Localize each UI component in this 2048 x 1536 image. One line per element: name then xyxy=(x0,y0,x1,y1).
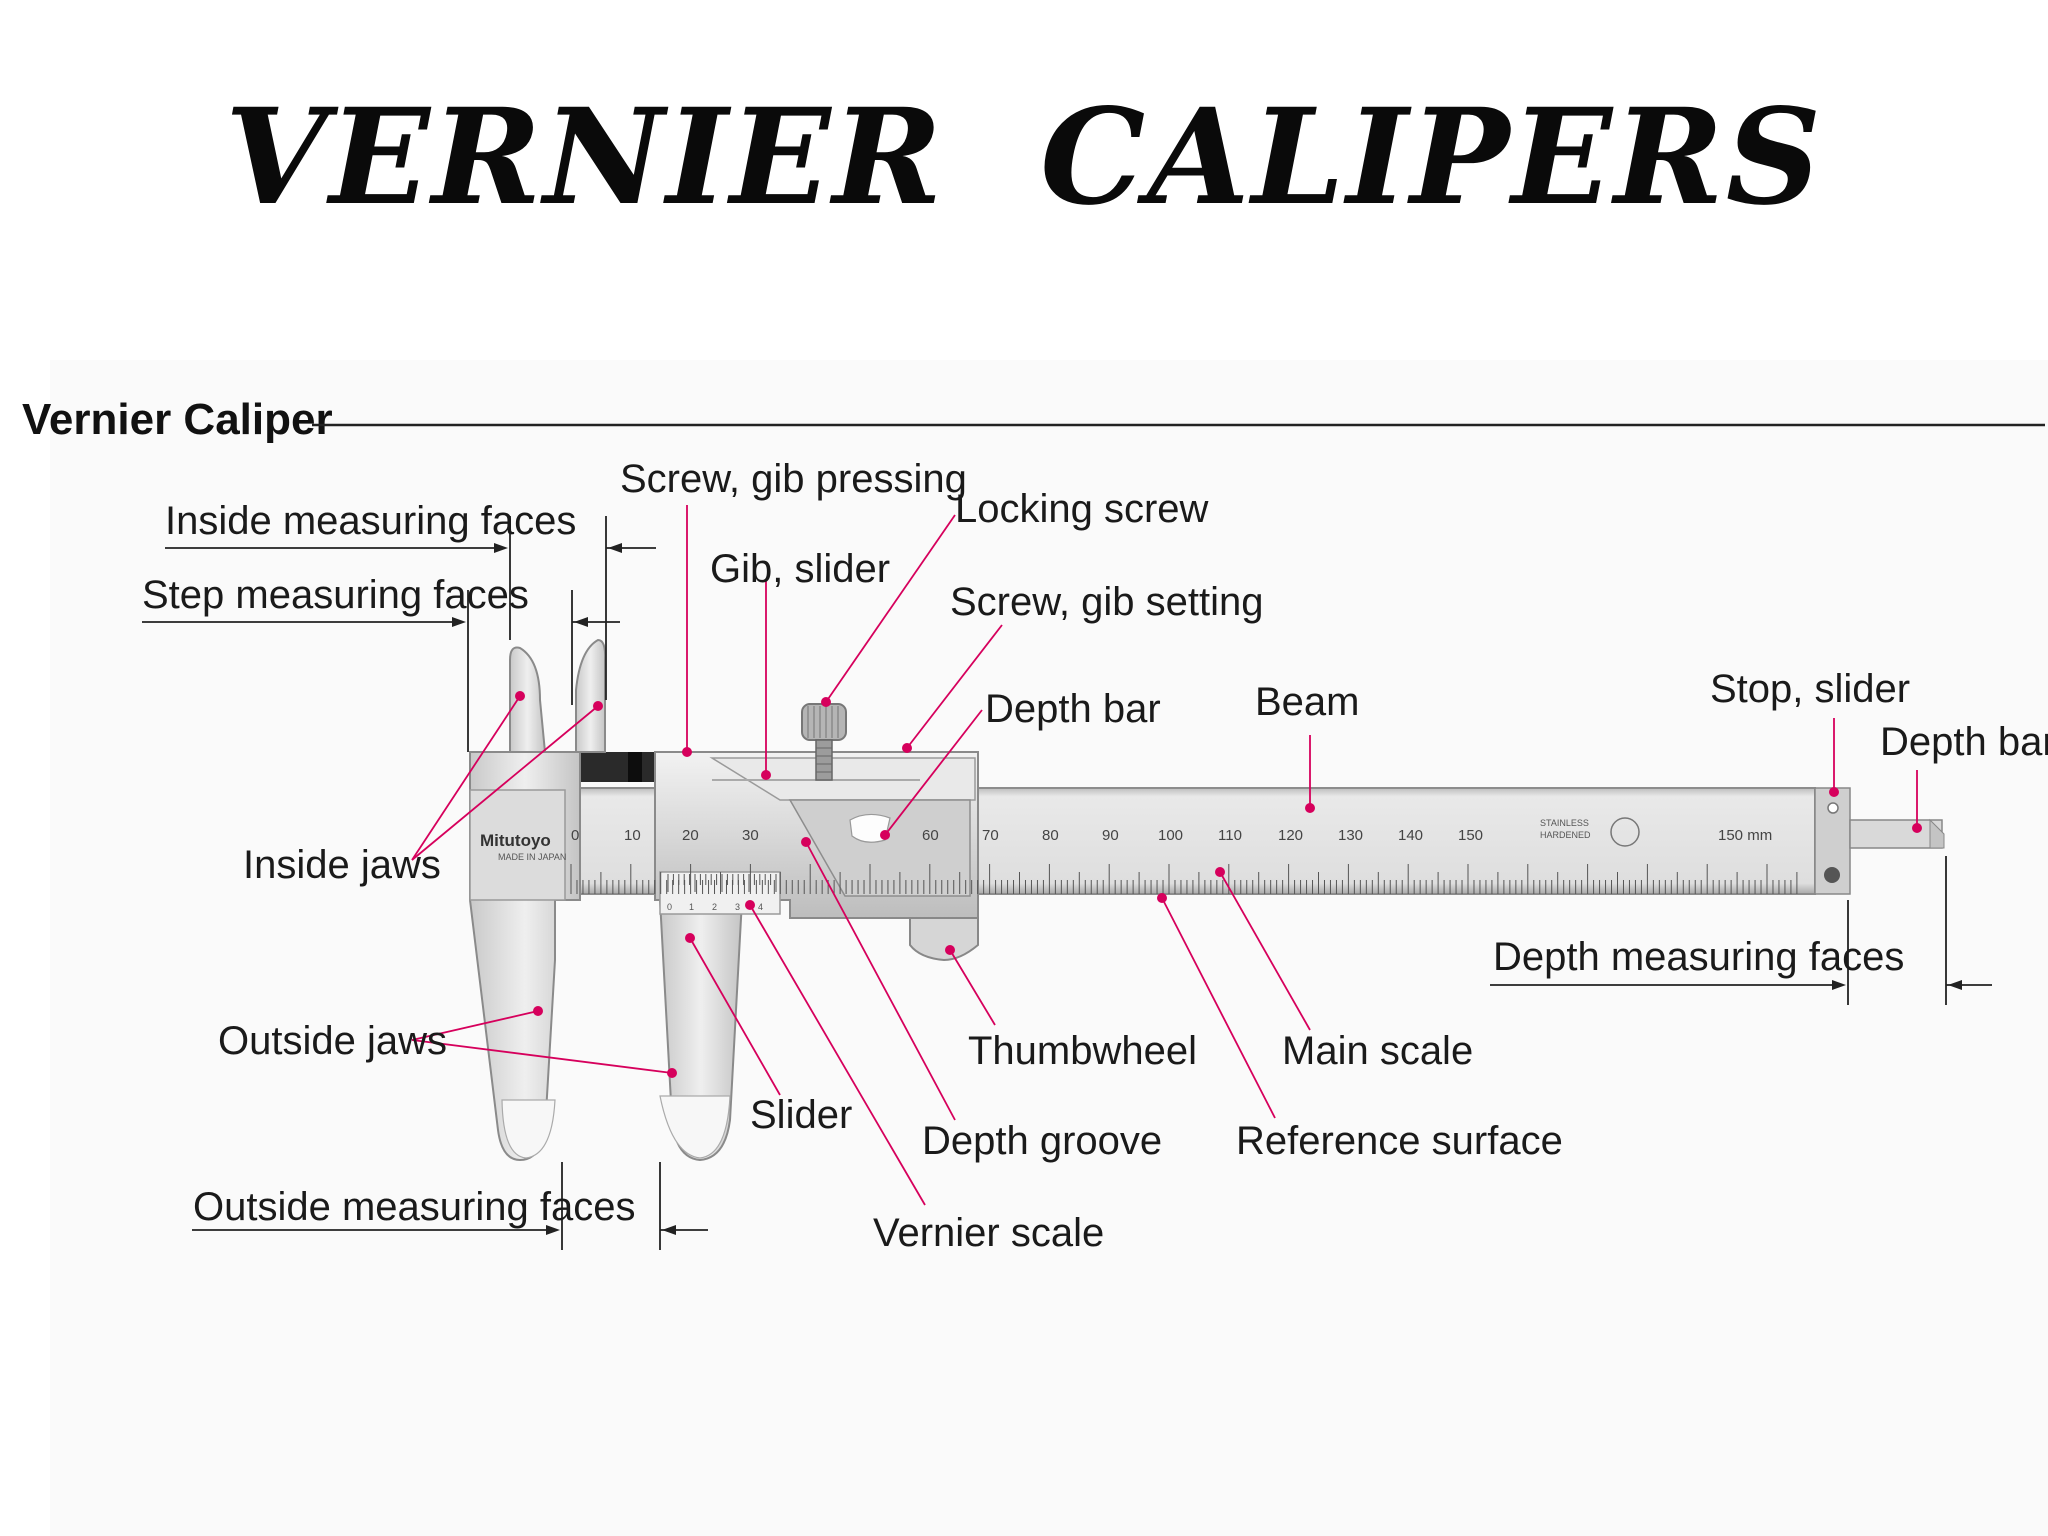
main-scale-ticks xyxy=(570,864,1798,894)
scale-number: 110 xyxy=(1218,827,1242,844)
leader-lines xyxy=(411,505,1918,1206)
label-stop-slider: Stop, slider xyxy=(1710,667,1910,711)
label-step-measuring-faces: Step measuring faces xyxy=(142,573,529,617)
caliper-body: Mitutoyo MADE IN JAPAN 0 10 20 30 60 70 … xyxy=(469,638,1945,1162)
inside-jaw-sliding xyxy=(575,638,607,753)
label-locking-screw: Locking screw xyxy=(955,487,1209,531)
label-inside-jaws: Inside jaws xyxy=(243,843,441,887)
label-vernier-scale: Vernier scale xyxy=(873,1211,1104,1255)
scale-number: 80 xyxy=(1042,827,1059,844)
vernier-number: 1 xyxy=(689,902,694,912)
scale-number: 70 xyxy=(982,827,999,844)
scale-number: 30 xyxy=(742,827,759,844)
label-main-scale: Main scale xyxy=(1282,1029,1473,1073)
scale-number: 90 xyxy=(1102,827,1119,844)
thumbwheel xyxy=(909,917,979,962)
scale-number: 130 xyxy=(1338,827,1363,844)
vernier-number: 2 xyxy=(712,902,717,912)
scale-number: 140 xyxy=(1398,827,1423,844)
scale-number: 10 xyxy=(624,827,641,844)
dimension-lines xyxy=(142,516,1992,1250)
label-thumbwheel: Thumbwheel xyxy=(968,1029,1197,1073)
inside-jaw-fixed xyxy=(509,646,547,753)
figure-heading: Vernier Caliper xyxy=(22,395,333,444)
label-outside-jaws: Outside jaws xyxy=(218,1019,447,1063)
label-screw-gib-pressing: Screw, gib pressing xyxy=(620,457,967,501)
label-depth-groove: Depth groove xyxy=(922,1119,1162,1163)
label-outside-measuring-faces: Outside measuring faces xyxy=(193,1185,635,1229)
vernier-number: 3 xyxy=(735,902,740,912)
label-depth-bar-end: Depth bar xyxy=(1880,720,2048,764)
range-mark: 150 mm xyxy=(1718,827,1772,844)
stainless-mark-line1: STAINLESS xyxy=(1540,818,1589,828)
label-gib-slider: Gib, slider xyxy=(710,547,890,591)
brand-label: Mitutoyo xyxy=(480,831,551,850)
dimension-arrows xyxy=(452,543,1962,1235)
scale-number: 0 xyxy=(571,827,579,844)
vernier-number: 0 xyxy=(667,902,672,912)
scale-number: 100 xyxy=(1158,827,1183,844)
scale-number: 60 xyxy=(922,827,939,844)
label-inside-measuring-faces: Inside measuring faces xyxy=(165,499,576,543)
scale-number: 120 xyxy=(1278,827,1303,844)
stop-slider xyxy=(1814,787,1851,895)
hardened-logo-icon xyxy=(1610,817,1640,847)
scale-number: 150 xyxy=(1458,827,1483,844)
scale-number: 20 xyxy=(682,827,699,844)
label-slider: Slider xyxy=(750,1093,852,1137)
vernier-scale-ticks xyxy=(667,874,777,892)
label-reference-surface: Reference surface xyxy=(1236,1119,1563,1163)
label-screw-gib-setting: Screw, gib setting xyxy=(950,580,1264,624)
label-beam: Beam xyxy=(1255,680,1360,724)
leader-dots xyxy=(515,691,1922,1078)
brand-sub-label: MADE IN JAPAN xyxy=(498,852,566,862)
stainless-mark-line2: HARDENED xyxy=(1540,830,1591,840)
slide-title: VERNIER CALIPERS xyxy=(224,80,1824,235)
depth-bar-end xyxy=(1849,819,1943,849)
label-depth-measuring-faces: Depth measuring faces xyxy=(1493,935,1904,979)
vernier-number: 4 xyxy=(758,902,763,912)
label-depth-bar: Depth bar xyxy=(985,687,1161,731)
diagram-panel xyxy=(50,360,2048,1536)
